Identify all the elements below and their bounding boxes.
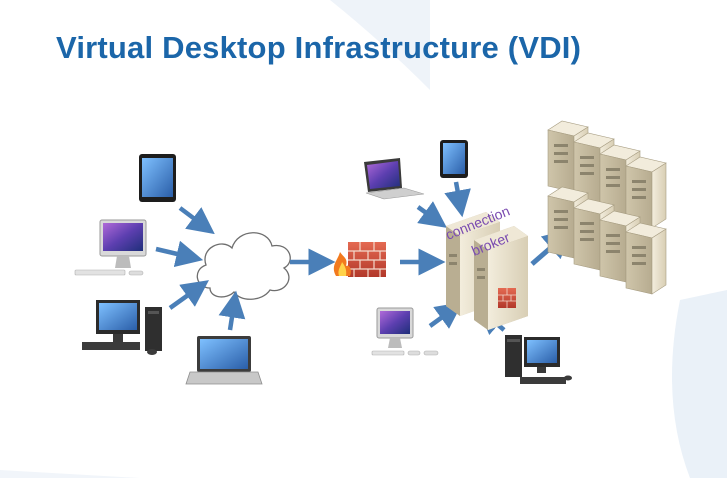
- left-client-arrows: [155, 206, 246, 331]
- imac-icon: [74, 219, 147, 276]
- tablet-icon: [139, 154, 176, 202]
- desktop-pc-icon: [505, 335, 572, 384]
- laptop-icon: [185, 336, 263, 385]
- cloud-icon: [196, 232, 291, 300]
- page-title: Virtual Desktop Infrastructure (VDI): [56, 30, 582, 65]
- connection-broker-server-icon: connection broker: [443, 203, 528, 330]
- tablet-icon: [440, 140, 468, 178]
- desktop-pc-icon: [82, 300, 162, 355]
- firewall-icon: [333, 242, 386, 277]
- imac-icon: [371, 307, 439, 356]
- server-unit: [625, 156, 667, 229]
- macbook-laptop-icon: [364, 158, 425, 200]
- server-unit: [625, 222, 667, 295]
- server-rack-icon: [547, 120, 667, 295]
